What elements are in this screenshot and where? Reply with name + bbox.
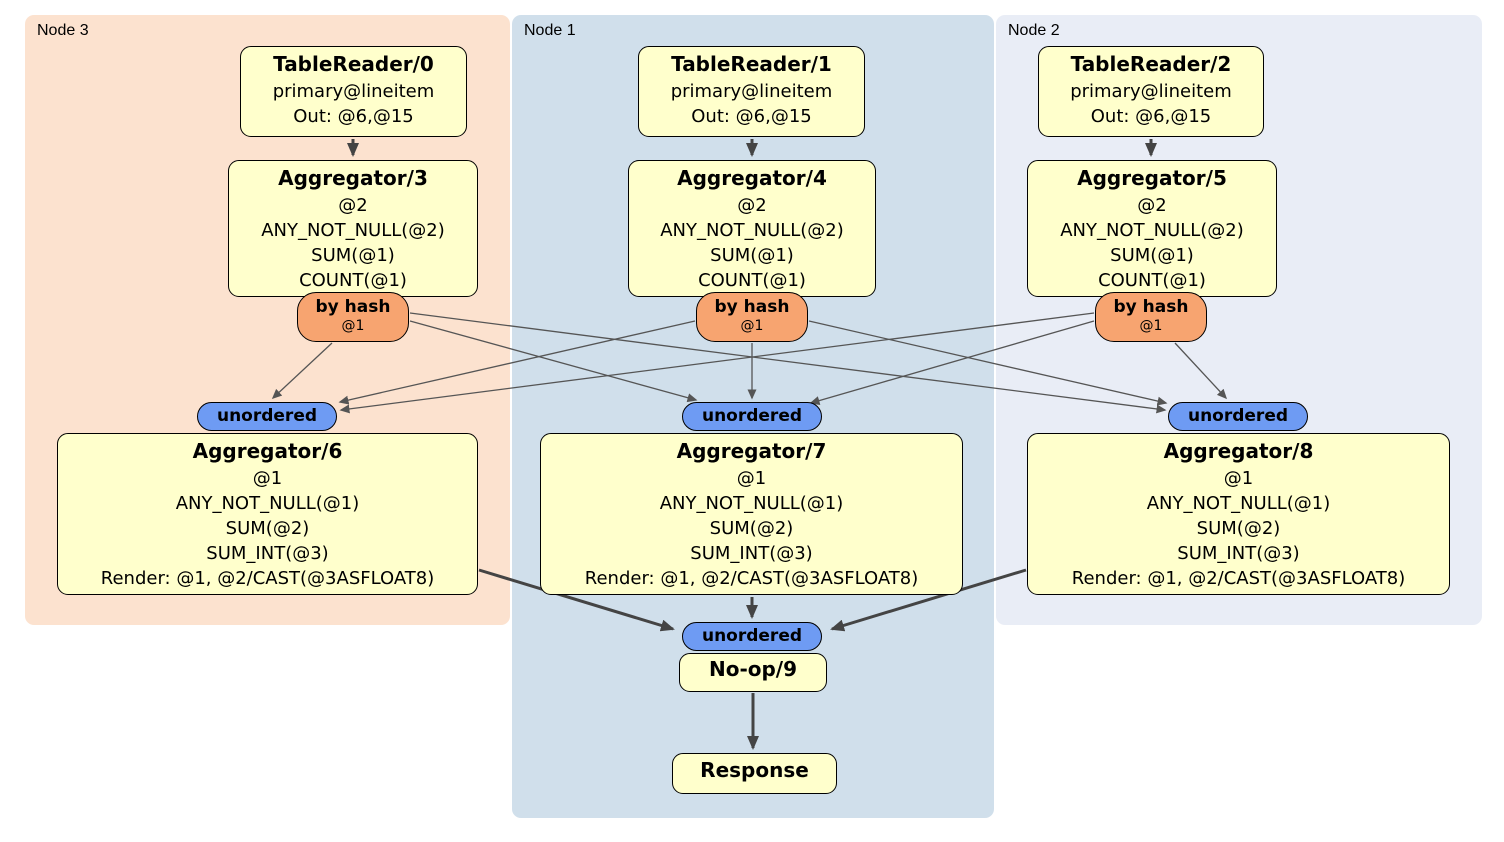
operator-detail: SUM_INT(@3) [690, 543, 813, 564]
operator-detail: primary@lineitem [1070, 81, 1232, 102]
operator-detail: Out: @6,@15 [1090, 106, 1212, 127]
operator-detail: Render: @1, @2/CAST(@3ASFLOAT8) [1071, 568, 1406, 589]
operator-aggregator-4: Aggregator/4 @2 ANY_NOT_NULL(@2) SUM(@1)… [628, 160, 876, 297]
router-column: @1 [341, 318, 365, 334]
router-by-hash-3: by hash @1 [297, 292, 409, 342]
operator-detail: SUM(@1) [1110, 245, 1194, 266]
operator-detail: @1 [1223, 468, 1254, 489]
operator-detail: COUNT(@1) [299, 270, 407, 291]
operator-detail: ANY_NOT_NULL(@2) [1060, 220, 1244, 241]
operator-detail: SUM_INT(@3) [1177, 543, 1300, 564]
operator-detail: SUM(@2) [709, 518, 794, 539]
operator-response: Response [672, 753, 837, 794]
stream-label: unordered [216, 406, 318, 426]
router-by-hash-5: by hash @1 [1095, 292, 1207, 342]
operator-detail: SUM(@2) [225, 518, 310, 539]
operator-aggregator-8: Aggregator/8 @1 ANY_NOT_NULL(@1) SUM(@2)… [1027, 433, 1450, 595]
operator-detail: ANY_NOT_NULL(@2) [660, 220, 844, 241]
operator-detail: ANY_NOT_NULL(@2) [261, 220, 445, 241]
operator-detail: @1 [252, 468, 283, 489]
operator-aggregator-6: Aggregator/6 @1 ANY_NOT_NULL(@1) SUM(@2)… [57, 433, 478, 595]
operator-title: Aggregator/5 [1077, 166, 1227, 190]
operator-title: Aggregator/7 [676, 439, 827, 463]
operator-detail: SUM(@1) [710, 245, 794, 266]
router-column: @1 [740, 318, 764, 334]
operator-detail: primary@lineitem [670, 81, 833, 102]
operator-detail: @2 [338, 195, 368, 216]
operator-tablereader-1: TableReader/1 primary@lineitem Out: @6,@… [638, 46, 865, 137]
operator-tablereader-0: TableReader/0 primary@lineitem Out: @6,@… [240, 46, 467, 137]
operator-tablereader-2: TableReader/2 primary@lineitem Out: @6,@… [1038, 46, 1264, 137]
operator-detail: SUM(@1) [311, 245, 395, 266]
region-node-3-label: Node 3 [37, 22, 89, 39]
stream-unordered-6: unordered [197, 402, 337, 431]
stream-label: unordered [701, 626, 803, 646]
operator-noop-9: No-op/9 [679, 653, 827, 692]
operator-detail: Out: @6,@15 [293, 106, 414, 127]
operator-detail: Out: @6,@15 [691, 106, 812, 127]
stream-unordered-8: unordered [1168, 402, 1308, 431]
operator-title: Aggregator/3 [278, 166, 428, 190]
region-node-2-label: Node 2 [1008, 22, 1060, 39]
operator-detail: COUNT(@1) [698, 270, 806, 291]
operator-detail: Render: @1, @2/CAST(@3ASFLOAT8) [584, 568, 919, 589]
operator-detail: Render: @1, @2/CAST(@3ASFLOAT8) [100, 568, 435, 589]
stream-label: unordered [701, 406, 803, 426]
operator-detail: SUM_INT(@3) [206, 543, 329, 564]
stream-unordered-9: unordered [682, 622, 822, 651]
operator-title: TableReader/1 [671, 52, 832, 76]
router-label: by hash [1113, 297, 1189, 317]
operator-detail: @1 [736, 468, 767, 489]
operator-detail: ANY_NOT_NULL(@1) [1146, 493, 1331, 514]
operator-detail: @2 [1137, 195, 1167, 216]
operator-detail: primary@lineitem [272, 81, 435, 102]
operator-aggregator-7: Aggregator/7 @1 ANY_NOT_NULL(@1) SUM(@2)… [540, 433, 963, 595]
stream-label: unordered [1187, 406, 1289, 426]
region-node-1-label: Node 1 [524, 22, 576, 39]
operator-title: Aggregator/4 [677, 166, 827, 190]
stream-unordered-7: unordered [682, 402, 822, 431]
operator-detail: COUNT(@1) [1098, 270, 1206, 291]
operator-detail: @2 [737, 195, 767, 216]
operator-detail: ANY_NOT_NULL(@1) [175, 493, 360, 514]
router-by-hash-4: by hash @1 [696, 292, 808, 342]
operator-title: Aggregator/8 [1163, 439, 1314, 463]
operator-aggregator-3: Aggregator/3 @2 ANY_NOT_NULL(@2) SUM(@1)… [228, 160, 478, 297]
operator-title: TableReader/0 [273, 52, 434, 76]
operator-title: Response [700, 758, 809, 782]
operator-title: No-op/9 [708, 657, 798, 681]
operator-detail: ANY_NOT_NULL(@1) [659, 493, 844, 514]
operator-detail: SUM(@2) [1196, 518, 1281, 539]
router-column: @1 [1139, 318, 1163, 334]
operator-aggregator-5: Aggregator/5 @2 ANY_NOT_NULL(@2) SUM(@1)… [1027, 160, 1277, 297]
operator-title: TableReader/2 [1070, 52, 1232, 76]
operator-title: Aggregator/6 [192, 439, 343, 463]
router-label: by hash [714, 297, 790, 317]
router-label: by hash [315, 297, 391, 317]
